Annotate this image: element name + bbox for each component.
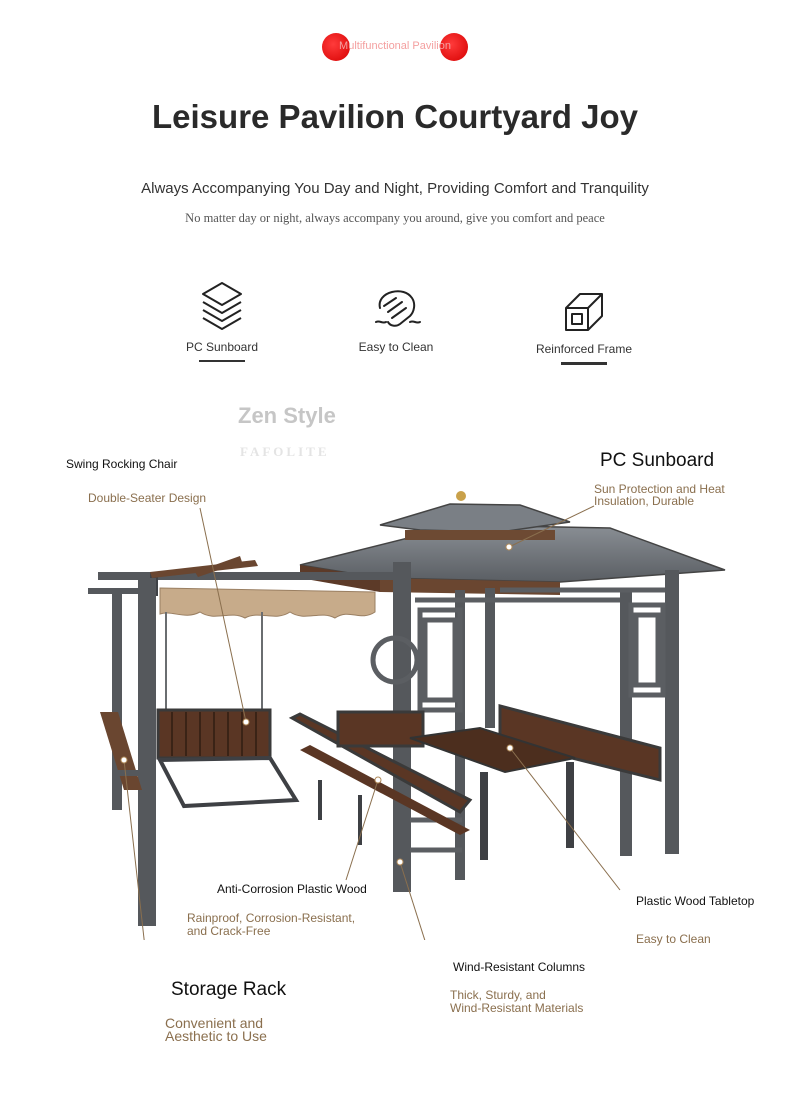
callout-columns-desc1: Thick, Sturdy, and: [450, 988, 546, 1002]
frame-beam-icon: [565, 293, 603, 331]
callout-storage-desc2: Aesthetic to Use: [165, 1028, 267, 1044]
callout-wood-desc1: Rainproof, Corrosion-Resistant,: [187, 911, 356, 925]
badge-dot-left: [322, 33, 350, 61]
feature-easy-clean: Easy to Clean: [316, 286, 476, 354]
feature-underline: [199, 360, 245, 362]
feature-label: Reinforced Frame: [535, 342, 633, 356]
benches: [288, 704, 662, 845]
lattice-panels: [370, 587, 666, 853]
layers-icon: [202, 282, 242, 330]
pc-sunboard-roof: [299, 491, 726, 595]
pavilion-illustration: [88, 491, 726, 940]
watermark-title: Zen Style: [238, 403, 336, 428]
callout-columns-desc2: Wind-Resistant Materials: [450, 1001, 584, 1015]
swing-chair: [156, 612, 300, 809]
callout-dots: [120, 543, 514, 866]
wiping-hand-icon: [375, 290, 421, 327]
category-badge: Multifunctional Pavilion: [322, 33, 468, 61]
page-subtitle: Always Accompanying You Day and Night, P…: [141, 180, 649, 197]
callout-storage-desc1: Convenient and: [165, 1015, 264, 1031]
page-subtitle-secondary: No matter day or night, always accompany…: [185, 211, 605, 225]
callout-columns-label: Wind-Resistant Columns: [453, 960, 586, 974]
table: [409, 726, 576, 860]
feature-label: Easy to Clean: [358, 340, 434, 354]
callout-sunboard-desc2: Insulation, Durable: [594, 494, 695, 508]
badge-text: Multifunctional Pavilion: [339, 40, 451, 52]
canopy-shade: [159, 587, 376, 619]
badge-dot-right: [440, 33, 468, 61]
watermark-brand: FAFOLITE: [240, 444, 330, 459]
callout-swing-desc: Double-Seater Design: [88, 491, 207, 505]
storage-rack: [100, 712, 142, 790]
callout-storage-label: Storage Rack: [171, 979, 287, 1000]
callout-tabletop-desc: Easy to Clean: [636, 932, 711, 946]
callout-wood-desc2: and Crack-Free: [187, 924, 271, 938]
feature-underline: [561, 362, 607, 365]
callout-sunboard-desc1: Sun Protection and Heat: [594, 482, 725, 496]
page-title: Leisure Pavilion Courtyard Joy: [152, 98, 638, 135]
callout-swing-label: Swing Rocking Chair: [66, 457, 178, 471]
callout-lines: [123, 505, 621, 940]
callout-wood-label: Anti-Corrosion Plastic Wood: [217, 882, 367, 896]
callout-tabletop-label: Plastic Wood Tabletop: [636, 894, 755, 908]
feature-pc-sunboard: PC Sunboard: [142, 280, 302, 362]
callout-sunboard-label: PC Sunboard: [600, 450, 715, 471]
feature-reinforced-frame: Reinforced Frame: [504, 290, 664, 365]
feature-label: PC Sunboard: [185, 340, 259, 354]
